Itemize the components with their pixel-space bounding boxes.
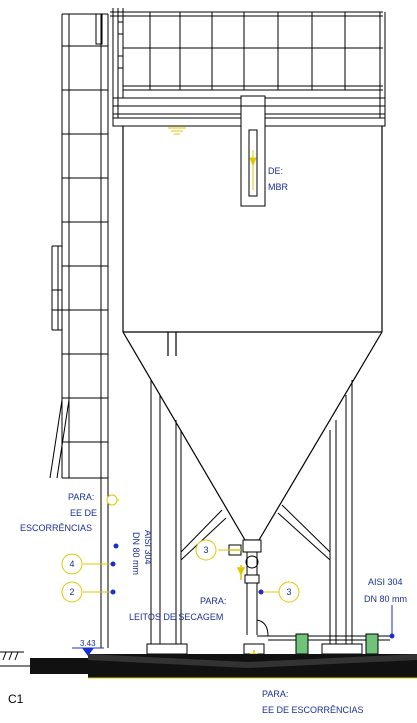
label-pipe-left-1: AISI 304 bbox=[143, 530, 153, 565]
callout-circle-5 bbox=[106, 494, 118, 506]
section-label: C1 bbox=[8, 692, 24, 706]
label-to-ee-top-1: PARA: bbox=[68, 492, 94, 502]
label-to-ee-bottom-2: EE DE ESCORRÊNCIAS bbox=[262, 705, 364, 715]
label-to-ee-top-3: ESCORRÊNCIAS bbox=[20, 523, 92, 533]
level-marker-icon bbox=[72, 647, 104, 656]
label-to-beds-1: PARA: bbox=[200, 596, 226, 606]
label-pipe-right-2: DN 80 mm bbox=[364, 594, 407, 604]
label-pipe-right-1: AISI 304 bbox=[368, 577, 403, 587]
callout-number-2: 4 bbox=[69, 559, 74, 569]
label-from-mbr-2: MBR bbox=[268, 182, 289, 192]
pipe-marker-icon bbox=[110, 543, 395, 639]
leader-lines bbox=[83, 499, 279, 593]
label-to-beds-2: LEITOS DE SECAGEM bbox=[129, 612, 223, 622]
access-ladder bbox=[49, 13, 109, 648]
callout-number-1: 3 bbox=[203, 545, 208, 555]
label-to-ee-top-2: EE DE bbox=[70, 508, 97, 518]
callout-number-4: 3 bbox=[286, 587, 291, 597]
sludge-silo bbox=[122, 126, 383, 541]
callout-circle-4 bbox=[278, 581, 300, 603]
callout-circle-3 bbox=[61, 581, 83, 603]
level-value: 3.43 bbox=[80, 639, 96, 648]
callout-circle-1 bbox=[195, 539, 217, 561]
inlet-pipe bbox=[240, 95, 266, 207]
label-from-mbr-1: DE: bbox=[268, 166, 283, 176]
callout-number-3: 2 bbox=[69, 587, 74, 597]
callout-circle-2 bbox=[61, 553, 83, 575]
label-pipe-left-2: DN 80 mm bbox=[131, 532, 141, 575]
label-to-ee-bottom-1: PARA: bbox=[262, 689, 288, 699]
liquid-level-icon bbox=[168, 127, 186, 135]
foundation-slab bbox=[0, 651, 417, 679]
